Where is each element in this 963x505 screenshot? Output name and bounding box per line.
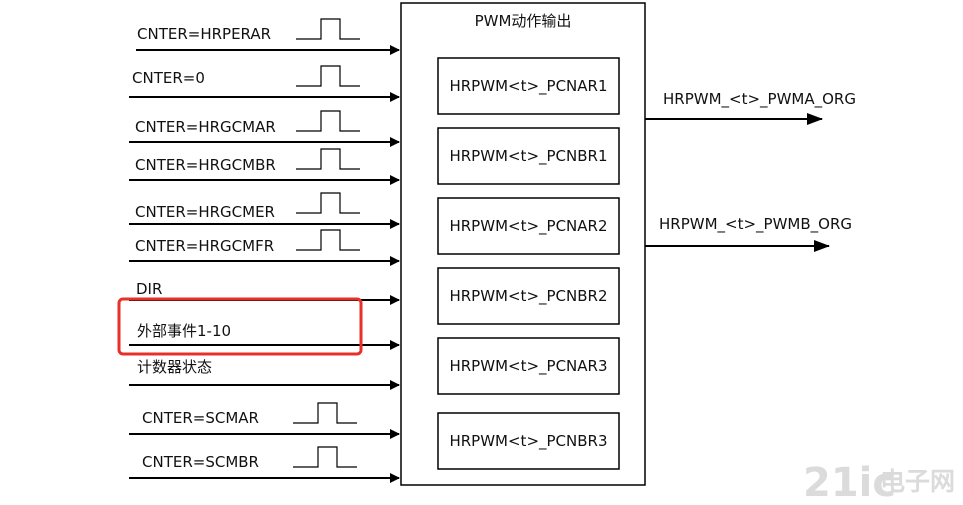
input-label: CNTER=HRPERAR (137, 25, 271, 43)
block-title: PWM动作输出 (475, 12, 572, 30)
input-label: 外部事件1-10 (137, 322, 231, 340)
pulse-waveform-icon (296, 65, 360, 87)
pulse-waveform-icon (296, 229, 360, 251)
pulse-waveform-icon (296, 148, 360, 170)
pulse-waveform-icon (296, 18, 360, 40)
input-label: 计数器状态 (137, 358, 212, 376)
input-label: CNTER=HRGCMER (135, 203, 275, 221)
input-signal: CNTER=HRGCMBR (129, 148, 400, 185)
output-label: HRPWM_<t>_PWMA_ORG (663, 90, 856, 109)
output-signal: HRPWM_<t>_PWMB_ORG (645, 215, 852, 252)
register-box: HRPWM<t>_PCNBR2 (437, 267, 620, 325)
register-frame (437, 197, 620, 255)
register-label: HRPWM<t>_PCNBR2 (449, 287, 607, 306)
input-signal: 计数器状态 (129, 358, 400, 390)
watermark-brand: 21ic (803, 460, 896, 505)
outputs-group: HRPWM_<t>_PWMA_ORG HRPWM_<t>_PWMB_ORG (645, 90, 856, 252)
pulse-waveform-icon (296, 110, 360, 132)
register-box: HRPWM<t>_PCNAR1 (437, 57, 620, 115)
register-label: HRPWM<t>_PCNAR3 (449, 357, 607, 376)
registers-group: HRPWM<t>_PCNAR1HRPWM<t>_PCNBR1HRPWM<t>_P… (437, 57, 620, 470)
watermark: 21ic 电子网 (803, 460, 955, 505)
input-signal: CNTER=HRPERAR (136, 18, 400, 55)
pulse-waveform-icon (296, 192, 360, 214)
highlight-box (117, 297, 363, 356)
register-frame (437, 412, 620, 470)
watermark-site: 电子网 (880, 467, 955, 496)
input-label: CNTER=HRGCMAR (135, 118, 276, 136)
register-label: HRPWM<t>_PCNBR3 (449, 432, 607, 451)
output-signal: HRPWM_<t>_PWMA_ORG (645, 90, 856, 125)
register-box: HRPWM<t>_PCNBR1 (437, 127, 620, 185)
input-signal: CNTER=SCMBR (129, 446, 400, 483)
input-label: CNTER=0 (132, 69, 205, 87)
input-signal: 外部事件1-10 (129, 322, 400, 350)
input-label: CNTER=HRGCMBR (135, 156, 276, 174)
input-label: DIR (136, 280, 162, 298)
input-signal: CNTER=SCMAR (129, 402, 400, 439)
pulse-waveform-icon (293, 402, 357, 424)
register-box: HRPWM<t>_PCNAR2 (437, 197, 620, 255)
register-frame (437, 57, 620, 115)
input-signal: DIR (129, 280, 400, 305)
input-label: CNTER=HRGCMFR (135, 237, 274, 255)
register-frame (437, 337, 620, 395)
pulse-waveform-icon (293, 446, 357, 468)
pwm-action-block (400, 2, 646, 486)
input-signal: CNTER=HRGCMFR (129, 229, 400, 266)
output-label: HRPWM_<t>_PWMB_ORG (659, 215, 852, 234)
register-frame (437, 267, 620, 325)
input-label: CNTER=SCMAR (142, 409, 259, 427)
input-signal: CNTER=0 (129, 65, 400, 102)
register-label: HRPWM<t>_PCNBR1 (449, 147, 607, 166)
register-label: HRPWM<t>_PCNAR1 (449, 77, 607, 96)
input-signal: CNTER=HRGCMAR (129, 110, 400, 147)
register-box: HRPWM<t>_PCNAR3 (437, 337, 620, 395)
input-signal: CNTER=HRGCMER (129, 192, 400, 229)
input-label: CNTER=SCMBR (142, 453, 259, 471)
register-box: HRPWM<t>_PCNBR3 (437, 412, 620, 470)
register-frame (437, 127, 620, 185)
register-label: HRPWM<t>_PCNAR2 (449, 217, 607, 236)
